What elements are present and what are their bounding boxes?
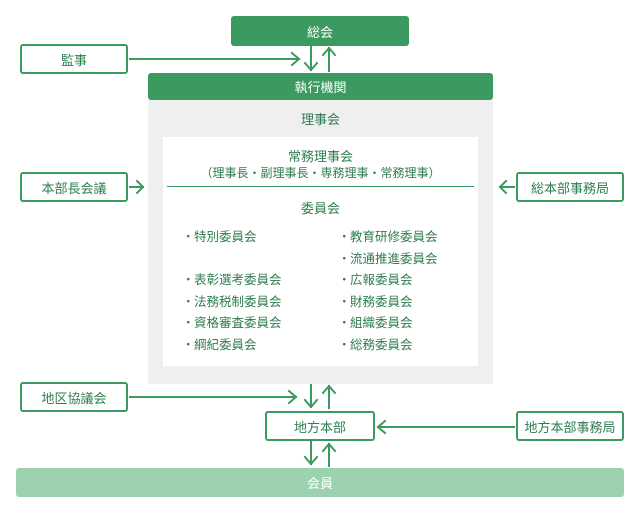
standing-board-members-label: （理事長・副理事長・専務理事・常務理事）: [200, 166, 441, 180]
arrow-down-icon: [303, 384, 319, 409]
members-bar: 会員: [16, 468, 624, 497]
auditor-box: 監事: [20, 44, 128, 74]
committee-list-right: ・教育研修委員会 ・流通推進委員会 ・広報委員会 ・財務委員会 ・組織委員会 ・…: [338, 226, 438, 355]
board-label: 理事会: [300, 113, 340, 128]
committee-item: ・法務税制委員会: [182, 293, 282, 309]
arrow-down-icon: [303, 441, 319, 466]
standing-board-divider: [167, 186, 474, 187]
committee-item: ・綱紀委員会: [182, 336, 257, 352]
branch-heads-label: 本部長会議: [41, 181, 107, 197]
hq-secretariat-box: 総本部事務局: [516, 172, 624, 202]
committee-item: ・教育研修委員会: [338, 229, 438, 244]
arrow-down-icon: [303, 46, 319, 72]
general-assembly-label: 総会: [306, 25, 333, 41]
regional-hq-box: 地方本部: [265, 411, 375, 441]
committee-item: ・表彰選考委員会: [182, 272, 282, 287]
committee-item: ・資格審査委員会: [182, 315, 282, 330]
branch-heads-box: 本部長会議: [20, 172, 128, 202]
committee-item: ・広報委員会: [338, 272, 413, 287]
arrow-up-icon: [321, 384, 337, 409]
auditor-label: 監事: [60, 53, 87, 69]
committees-title-label: 委員会: [300, 202, 340, 217]
arrow-up-icon: [321, 46, 337, 72]
board-title: 理事会: [148, 109, 493, 128]
standing-board-members: （理事長・副理事長・専務理事・常務理事）: [163, 164, 478, 181]
regional-hq-label: 地方本部: [293, 420, 346, 436]
committee-item: ・総務委員会: [338, 336, 413, 352]
arrow-right-icon: [129, 389, 298, 405]
committee-item: ・財務委員会: [338, 293, 413, 309]
hq-secretariat-label: 総本部事務局: [530, 181, 609, 197]
standing-board-title: 常務理事会: [163, 146, 478, 165]
committees-title: 委員会: [163, 198, 478, 217]
arrow-left-icon: [498, 179, 515, 195]
members-label: 会員: [306, 477, 333, 492]
executive-bar: 執行機関: [148, 73, 493, 100]
arrow-right-icon: [129, 179, 145, 195]
regional-secretariat-label: 地方本部事務局: [524, 420, 616, 436]
district-council-box: 地区協議会: [20, 382, 128, 412]
regional-secretariat-box: 地方本部事務局: [516, 411, 624, 441]
arrow-left-icon: [376, 419, 515, 435]
general-assembly-box: 総会: [231, 16, 409, 46]
committee-list-left: ・特別委員会 ・表彰選考委員会 ・法務税制委員会 ・資格審査委員会 ・綱紀委員会: [182, 226, 282, 355]
committee-item: ・流通推進委員会: [338, 250, 438, 266]
standing-board-label: 常務理事会: [287, 150, 353, 165]
committee-item: ・特別委員会: [182, 229, 257, 244]
arrow-up-icon: [321, 442, 337, 467]
committee-item: ・組織委員会: [338, 315, 413, 330]
committee-panel: [163, 137, 478, 366]
executive-label: 執行機関: [294, 81, 347, 96]
district-council-label: 地区協議会: [41, 391, 107, 407]
arrow-right-icon: [129, 51, 301, 67]
